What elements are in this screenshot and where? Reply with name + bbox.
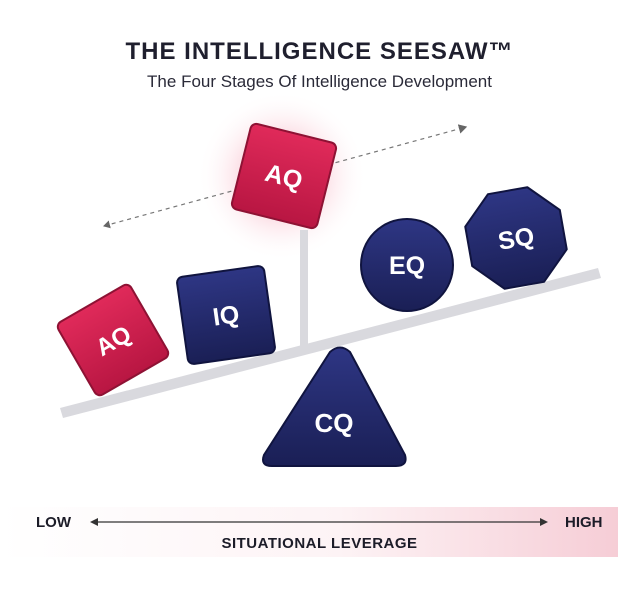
block-eq-label: EQ: [389, 252, 425, 280]
block-cq-label: CQ: [315, 408, 354, 438]
block-eq: EQ: [360, 218, 454, 312]
block-aq-left: AQ: [56, 283, 170, 397]
block-aq-top: AQ: [230, 122, 338, 230]
page-subtitle: The Four Stages Of Intelligence Developm…: [147, 72, 492, 91]
leverage-band: [0, 507, 618, 557]
block-cq: CQ: [262, 346, 407, 467]
arrow-left-icon: [90, 518, 98, 526]
seesaw-diagram: CQ AQ IQ AQ EQ SQ: [56, 91, 601, 467]
vertical-post: [300, 230, 308, 348]
page-title: THE INTELLIGENCE SEESAW™: [125, 38, 514, 65]
seesaw-beam: [60, 268, 601, 418]
arrow-right-icon: [540, 518, 548, 526]
axis-low-label: LOW: [36, 514, 71, 531]
block-iq: IQ: [176, 265, 276, 365]
block-sq: SQ: [464, 186, 568, 290]
block-iq-label: IQ: [211, 300, 241, 331]
axis-high-label: HIGH: [565, 514, 603, 531]
block-sq-label: SQ: [496, 222, 536, 256]
axis-title: SITUATIONAL LEVERAGE: [221, 535, 418, 552]
